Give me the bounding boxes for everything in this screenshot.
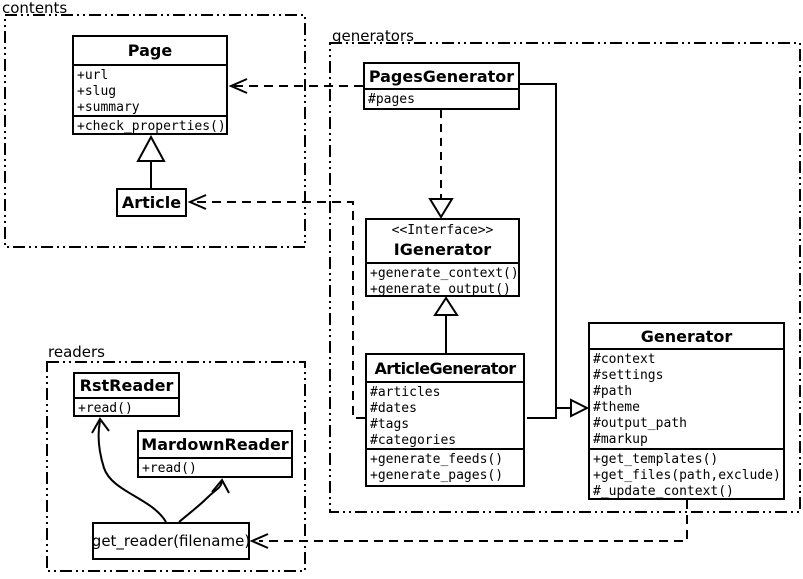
get-reader-box: get_reader(filename) — [92, 522, 250, 560]
class-generator-title: Generator — [640, 326, 733, 346]
class-mardownreader-title: MardownReader — [141, 435, 289, 454]
method-row: #_update_context() — [593, 484, 734, 498]
class-page-title: Page — [127, 41, 173, 60]
class-pagesgenerator-attributes: #pages — [365, 88, 518, 108]
association-getreader-to-mardownreader — [178, 478, 230, 523]
attribute-row: #context — [593, 352, 656, 367]
get-reader-label: get_reader(filename) — [91, 532, 251, 550]
class-igenerator-header: <<Interface>> IGenerator — [367, 220, 518, 262]
class-articlegenerator-methods: +generate_feeds() +generate_pages() — [367, 448, 523, 485]
attribute-row: #tags — [370, 417, 410, 432]
generalization-articlegenerator-to-igenerator — [433, 296, 459, 353]
attribute-row: #pages — [368, 92, 415, 107]
class-igenerator-title: IGenerator — [393, 239, 492, 259]
dependency-generator-to-getreader — [249, 500, 688, 549]
class-rstreader-title: RstReader — [79, 376, 174, 395]
generalization-generators-to-generator — [520, 83, 590, 419]
class-generator-attributes: #context #settings #path #theme #output_… — [590, 348, 783, 448]
class-articlegenerator-attributes: #articles #dates #tags #categories — [367, 381, 523, 448]
class-page-methods: +check_properties() — [74, 115, 226, 133]
method-row: +get_templates() — [593, 452, 719, 467]
class-mardownreader-methods: +read() — [139, 457, 291, 476]
hollow-triangle-icon — [570, 398, 590, 418]
class-article-title: Article — [121, 193, 182, 212]
attribute-row: #categories — [370, 433, 457, 448]
method-row: +get_files(path,exclude) — [593, 468, 781, 483]
open-arrowhead-icon — [187, 194, 207, 210]
package-label-readers: readers — [48, 343, 105, 361]
class-page: Page +url +slug +summary +check_properti… — [72, 35, 228, 135]
hollow-triangle-icon — [136, 134, 166, 162]
class-article: Article — [116, 188, 187, 217]
attribute-row: #dates — [370, 401, 417, 416]
hollow-triangle-icon — [433, 296, 459, 316]
class-page-attributes: +url +slug +summary — [74, 64, 226, 115]
attribute-row: #theme — [593, 400, 640, 415]
class-pagesgenerator-title: PagesGenerator — [368, 66, 515, 86]
class-generator-methods: +get_templates() +get_files(path,exclude… — [590, 448, 783, 498]
attribute-row: +slug — [77, 84, 117, 99]
class-articlegenerator-title: ArticleGenerator — [374, 358, 516, 378]
method-row: +check_properties() — [77, 119, 226, 133]
class-pagesgenerator: PagesGenerator #pages — [363, 62, 520, 110]
attribute-row: #articles — [370, 385, 441, 400]
package-label-contents: contents — [2, 0, 68, 17]
class-rstreader: RstReader +read() — [73, 372, 180, 417]
realization-pagesgenerator-to-igenerator — [428, 110, 454, 219]
class-igenerator-stereotype: <<Interface>> — [391, 223, 494, 238]
class-articlegenerator: ArticleGenerator #articles #dates #tags … — [365, 353, 525, 487]
attribute-row: #settings — [593, 368, 664, 383]
class-generator: Generator #context #settings #path #them… — [588, 322, 785, 500]
method-row: +read() — [78, 401, 133, 415]
attribute-row: +url — [77, 68, 109, 83]
package-label-generators: generators — [332, 27, 414, 45]
hollow-triangle-icon — [428, 198, 454, 219]
dependency-pagesgenerator-to-page — [228, 78, 363, 94]
class-rstreader-methods: +read() — [75, 397, 178, 415]
attribute-row: #output_path — [593, 416, 687, 431]
method-row: +generate_feeds() — [370, 452, 504, 467]
open-arrowhead-icon — [211, 478, 230, 494]
class-igenerator-methods: +generate_context() +generate_output() — [367, 262, 518, 295]
attribute-row: +summary — [77, 100, 140, 115]
generalization-article-to-page — [136, 134, 166, 188]
attribute-row: #path — [593, 384, 633, 399]
method-row: +generate_context() — [370, 266, 518, 281]
dependency-articlegenerator-to-article — [187, 194, 365, 419]
class-igenerator: <<Interface>> IGenerator +generate_conte… — [365, 218, 520, 297]
attribute-row: #markup — [593, 432, 648, 447]
method-row: +generate_output() — [370, 282, 511, 295]
method-row: +generate_pages() — [370, 468, 504, 483]
open-arrowhead-icon — [249, 533, 269, 549]
open-arrowhead-icon — [91, 417, 110, 434]
open-arrowhead-icon — [228, 78, 248, 94]
class-mardownreader: MardownReader +read() — [137, 430, 293, 478]
method-row: +read() — [142, 461, 197, 476]
